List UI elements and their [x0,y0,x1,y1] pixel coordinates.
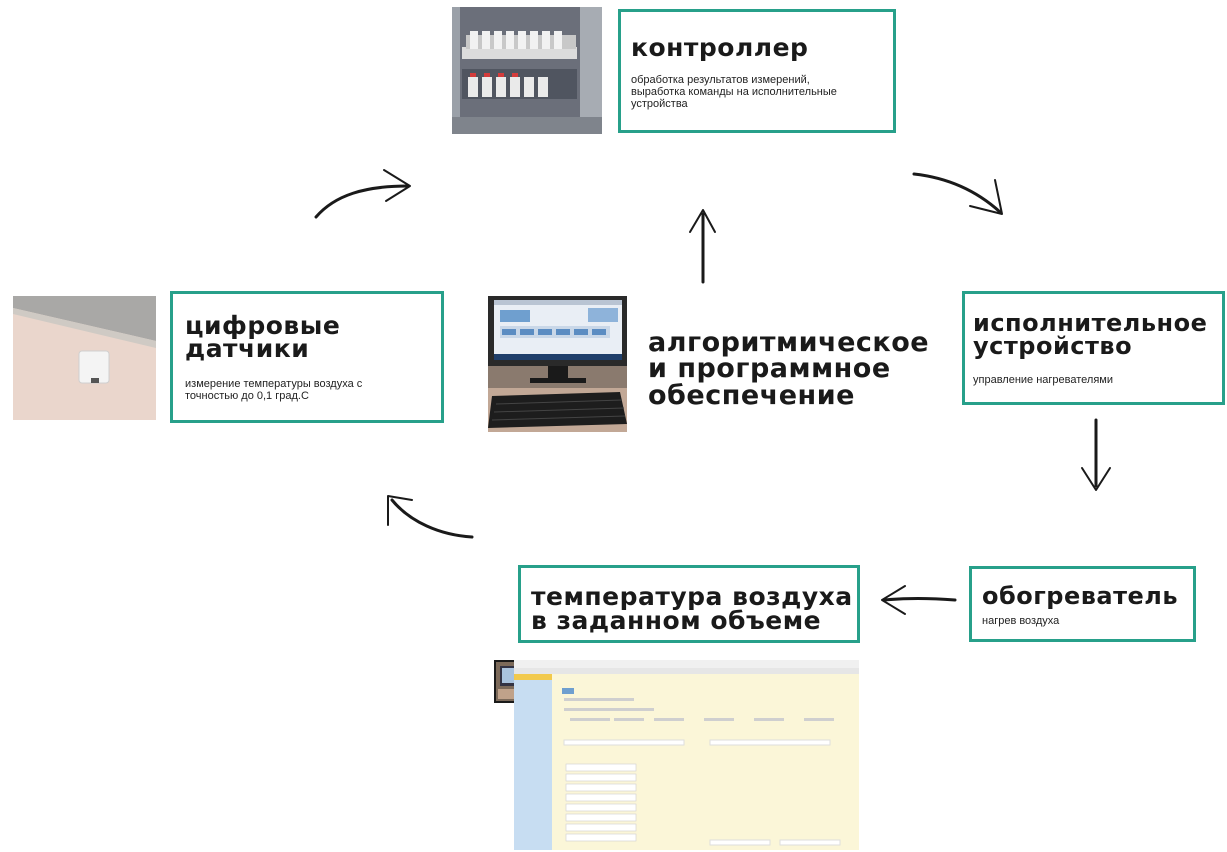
actuator-title-line2: устройство [973,332,1133,360]
air-temp-title-line1: температура воздуха [531,582,853,611]
sensors-desc: измерение температуры воздуха с точность… [185,378,363,403]
software-title-line3: обеспечение [648,379,855,411]
actuator-desc: управление нагревателями [973,374,1113,386]
actuator-title-line1: исполнительное [973,309,1208,337]
arrow-sensors-to-controller [314,184,410,219]
arrow-heater-to-airtemp [882,597,957,602]
arrow-controller-to-actuator [912,172,1002,214]
air-temp-box: температура воздуха в заданном объеме [518,565,860,643]
controller-title: контроллер [631,33,809,62]
software-screenshot [514,660,859,850]
software-title: алгоритмическое и программное обеспечени… [648,327,930,411]
software-title-line1: алгоритмическое [648,327,930,358]
heater-desc: нагрев воздуха [982,615,1060,627]
sensors-title-line2: датчики [185,334,310,363]
sensors-title-line1: цифровые [185,311,341,340]
actuator-box: исполнительное устройство управление наг… [962,291,1225,405]
controller-photo [452,7,602,134]
software-title-line2: и программное [648,353,891,385]
arrow-airtemp-to-sensors [390,498,474,539]
controller-desc: обработка результатов измерений, выработ… [631,74,837,111]
air-temp-title-line2: в заданном объеме [531,606,822,635]
sensor-photo [13,296,156,420]
heater-title: обогреватель [982,582,1179,610]
sensors-box: цифровые датчики измерение температуры в… [170,291,444,423]
heater-box: обогреватель нагрев воздуха [969,566,1196,642]
software-photo [488,296,627,432]
controller-box: контроллер обработка результатов измерен… [618,9,896,133]
